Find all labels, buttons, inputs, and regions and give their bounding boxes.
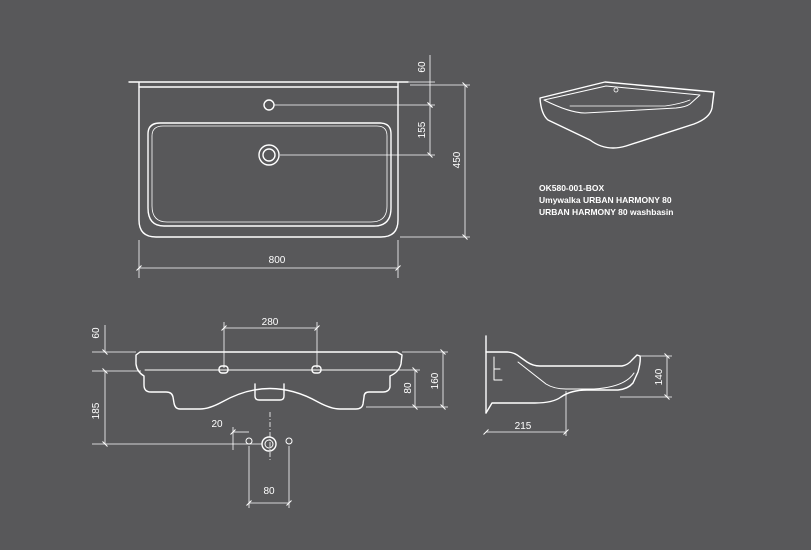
fixing-bolt-left-icon xyxy=(245,437,253,445)
dim-body-height: 160 xyxy=(430,372,441,389)
dim-rim-height: 60 xyxy=(91,327,102,339)
fixing-bolt-right-icon xyxy=(285,437,293,445)
perspective-basin-bowl xyxy=(569,99,691,107)
dim-fixing-spacing: 80 xyxy=(263,486,275,497)
front-view-tap-right xyxy=(311,365,322,374)
drain-outlet-outer-icon xyxy=(261,436,277,452)
front-view-outline xyxy=(135,351,403,410)
perspective-tap-hole-icon xyxy=(613,87,619,93)
front-view-tap-left xyxy=(218,365,229,374)
drain-outlet-inner-icon xyxy=(264,439,274,449)
top-view-outline xyxy=(128,81,409,238)
side-view-bowl-inner xyxy=(517,361,635,390)
dim-projection: 215 xyxy=(515,421,532,432)
product-name-en: URBAN HARMONY 80 washbasin xyxy=(539,207,673,217)
side-view: 215 140 xyxy=(483,335,672,436)
front-view: 280 60 185 80 160 20 80 xyxy=(91,317,448,508)
tap-hole-icon xyxy=(263,99,275,111)
top-view-bowl-outline xyxy=(147,122,392,227)
front-view-siphon xyxy=(254,383,285,401)
drain-hole-outer-icon xyxy=(258,144,280,166)
dim-tap-spacing: 280 xyxy=(262,317,279,328)
drain-hole-inner-icon xyxy=(262,148,276,162)
dim-drain-offset: 155 xyxy=(417,121,428,138)
product-code: OK580-001-BOX xyxy=(539,183,605,193)
perspective-basin-rim xyxy=(543,85,701,114)
side-view-outline xyxy=(485,351,641,414)
dim-depth: 450 xyxy=(452,151,463,168)
product-name-pl: Umywalka URBAN HARMONY 80 xyxy=(539,195,672,205)
top-view: 60 155 450 800 xyxy=(128,55,470,278)
perspective-view xyxy=(539,81,715,149)
dim-fixing-height: 185 xyxy=(91,402,102,419)
perspective-basin-outline xyxy=(539,81,715,149)
side-view-siphon xyxy=(493,356,503,381)
dim-fixing-offset: 20 xyxy=(211,419,223,430)
dim-tap-offset: 60 xyxy=(417,61,428,73)
product-info: OK580-001-BOX Umywalka URBAN HARMONY 80 … xyxy=(539,183,673,217)
top-view-bowl-inner-outline xyxy=(151,125,388,223)
dim-width: 800 xyxy=(269,255,286,266)
dim-bowl-depth: 80 xyxy=(403,382,414,394)
dim-side-height: 140 xyxy=(654,368,665,385)
